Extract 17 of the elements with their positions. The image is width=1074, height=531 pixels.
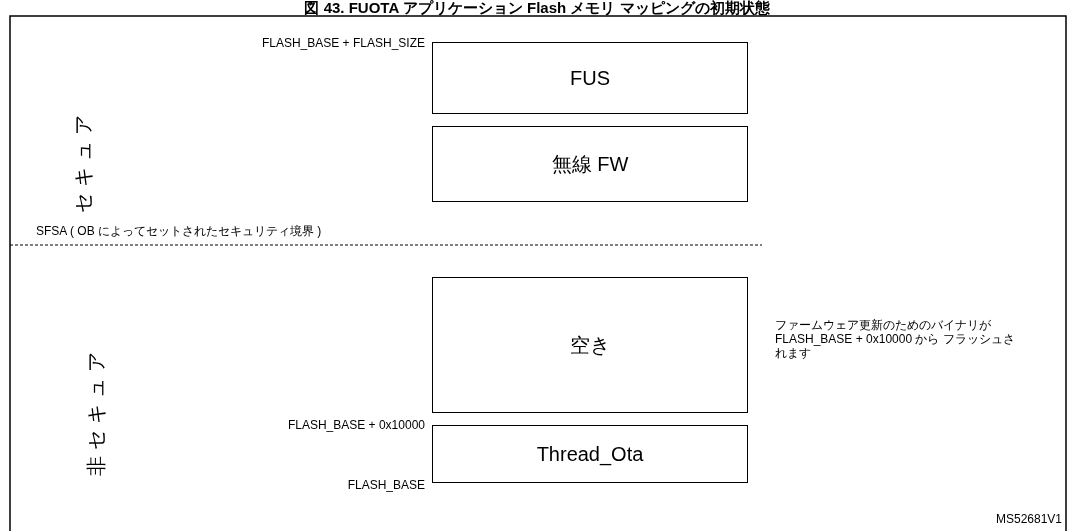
address-label: FLASH_BASE + 0x10000 (287, 418, 425, 432)
section-label: セキュア (70, 108, 94, 212)
memory-region-box (432, 42, 748, 114)
region-label: 無線 FW (551, 151, 629, 177)
region-label: Thread_Ota (536, 442, 644, 466)
memory-region-box (432, 126, 748, 202)
note-text: SFSA ( OB によってセットされたセキュリティ境界 ) (36, 224, 322, 238)
memory-region-box (432, 277, 748, 413)
address-label: FLASH_BASE + FLASH_SIZE (261, 36, 425, 50)
memory-region-box (432, 425, 748, 483)
figure-title: 図 43. FUOTA アプリケーション Flash メモリ マッピングの初期状態 (303, 0, 771, 18)
address-label: FLASH_BASE (347, 478, 425, 492)
region-label: FUS (570, 66, 610, 90)
figure-id: MS52681V1 (995, 512, 1062, 526)
region-label: 空き (570, 332, 610, 358)
section-label: 非セキュア (83, 345, 107, 475)
note-text: ファームウェア更新のためのバイナリが FLASH_BASE + 0x10000 から フラッシュされます (775, 318, 1015, 360)
